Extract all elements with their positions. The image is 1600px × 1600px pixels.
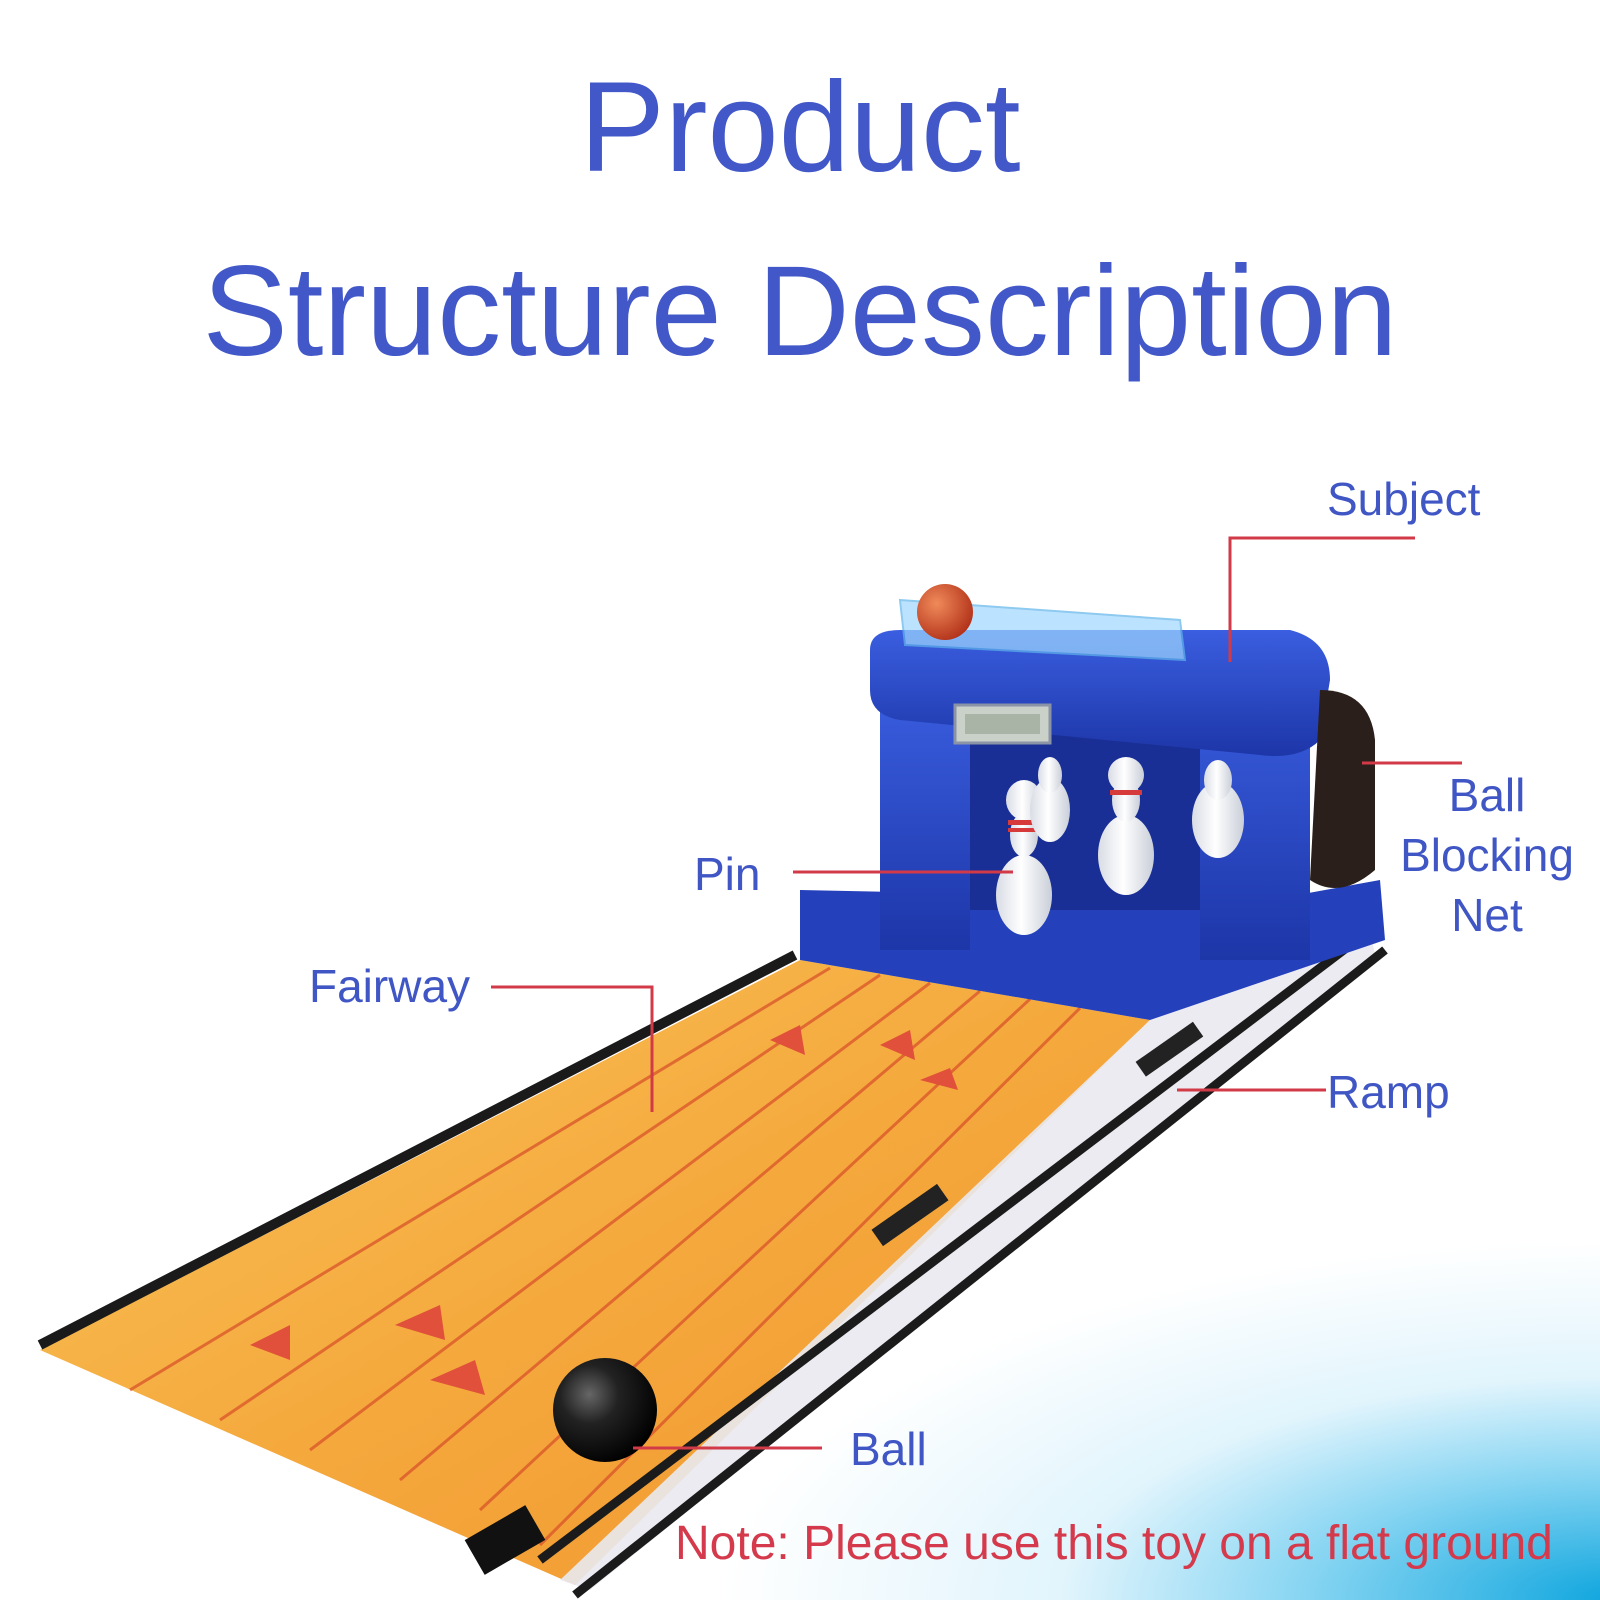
net-label-line-1: Ball bbox=[1448, 769, 1526, 821]
usage-note: Note: Please use this toy on a flat grou… bbox=[675, 1517, 1553, 1570]
pin-label: Pin bbox=[694, 848, 761, 900]
pin-left bbox=[1030, 757, 1070, 842]
machine-body bbox=[800, 598, 1385, 1020]
title-line-2: Structure Description bbox=[202, 240, 1398, 383]
fairway-leader-line bbox=[491, 985, 654, 1112]
leader-lines bbox=[491, 536, 1462, 1450]
lane-arrows bbox=[250, 1025, 958, 1395]
ramp-rails bbox=[464, 926, 1388, 1599]
red-ball-decal bbox=[917, 584, 973, 640]
ball-blocking-net-label: Ball Blocking Net bbox=[1387, 765, 1587, 945]
pins bbox=[996, 757, 1244, 935]
title-line-1: Product bbox=[579, 56, 1021, 199]
pin-middle bbox=[1098, 757, 1154, 895]
subject-label: Subject bbox=[1327, 473, 1481, 525]
fairway-label: Fairway bbox=[309, 960, 471, 1012]
pin-back bbox=[1192, 760, 1244, 858]
net-label-line-3: Net bbox=[1451, 889, 1523, 941]
subject-leader-line bbox=[1228, 536, 1415, 662]
pin-front bbox=[996, 780, 1052, 935]
net-label-line-2: Blocking bbox=[1400, 829, 1574, 881]
ball-label: Ball bbox=[850, 1423, 927, 1475]
ramp-label: Ramp bbox=[1327, 1066, 1450, 1118]
fairway-lane bbox=[37, 950, 1150, 1585]
black-ball bbox=[553, 1358, 657, 1462]
